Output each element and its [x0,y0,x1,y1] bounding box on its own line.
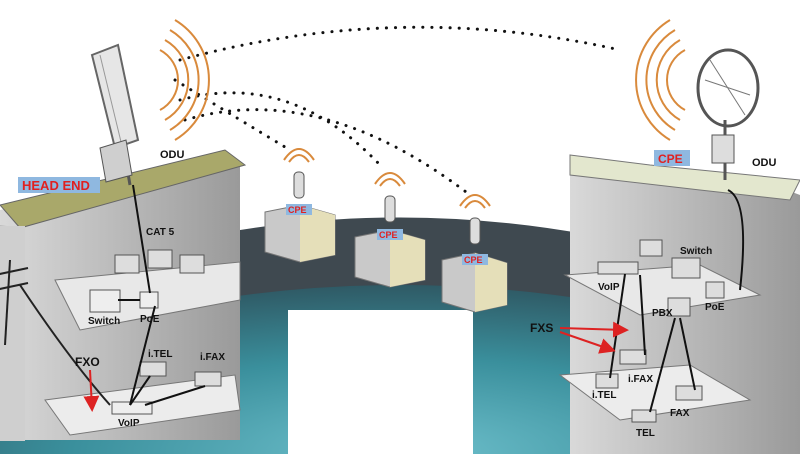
cpe-antenna-icons [293,171,481,245]
phone-icon [619,349,647,365]
cpe-3-label: CPE [464,255,483,265]
cpe-right-box [654,150,690,166]
left-cables [118,184,206,406]
computer-icon [639,239,663,257]
cpe-2-label: CPE [379,230,398,240]
utility-pole-icon [0,259,111,406]
head-end-label-box [18,177,100,193]
cpe-right-label: CPE [658,152,683,166]
tel-label: TEL [636,428,655,439]
itel-right-label: i.TEL [592,390,616,401]
switch-icon [597,261,639,275]
cpe-1-label: CPE [288,205,307,215]
fxo-arrow [83,369,100,412]
fax-label: FAX [670,408,690,419]
voip-right-label: VoIP [598,282,620,293]
fxs-arrows [559,321,629,354]
ifax-right-label: i.FAX [628,374,653,385]
grid-dish-antenna-icon [696,48,760,180]
computer-icon [114,249,205,274]
fxs-label: FXS [530,321,553,335]
cpe-1-box [286,204,312,215]
fxo-label: FXO [75,355,100,369]
building-icon [264,204,508,313]
wireless-link-dots [173,25,622,197]
right-cables [609,189,745,413]
pbx-label: PBX [652,308,673,319]
odu-left-label: ODU [160,149,185,161]
signal-waves-right [635,19,686,141]
signal-waves-left [159,19,210,141]
odu-right-label: ODU [752,157,777,169]
cpe-2-box [377,229,403,240]
cpe-small-waves [283,148,491,209]
ifax-left-label: i.FAX [200,352,225,363]
poe-left-label: PoE [140,314,160,325]
switch-left-label: Switch [88,316,120,327]
itel-left-label: i.TEL [148,349,172,360]
head-end-building [0,149,247,441]
fax-icon [675,385,703,401]
poe-right-label: PoE [705,302,725,313]
voip-left-label: VoIP [118,418,140,429]
right-devices [595,239,725,423]
cpe-3-box [462,254,488,265]
head-end-label: HEAD END [22,178,90,193]
cat5-label: CAT 5 [146,227,175,238]
switch-right-label: Switch [680,246,712,257]
sector-antenna-icon [90,43,140,186]
